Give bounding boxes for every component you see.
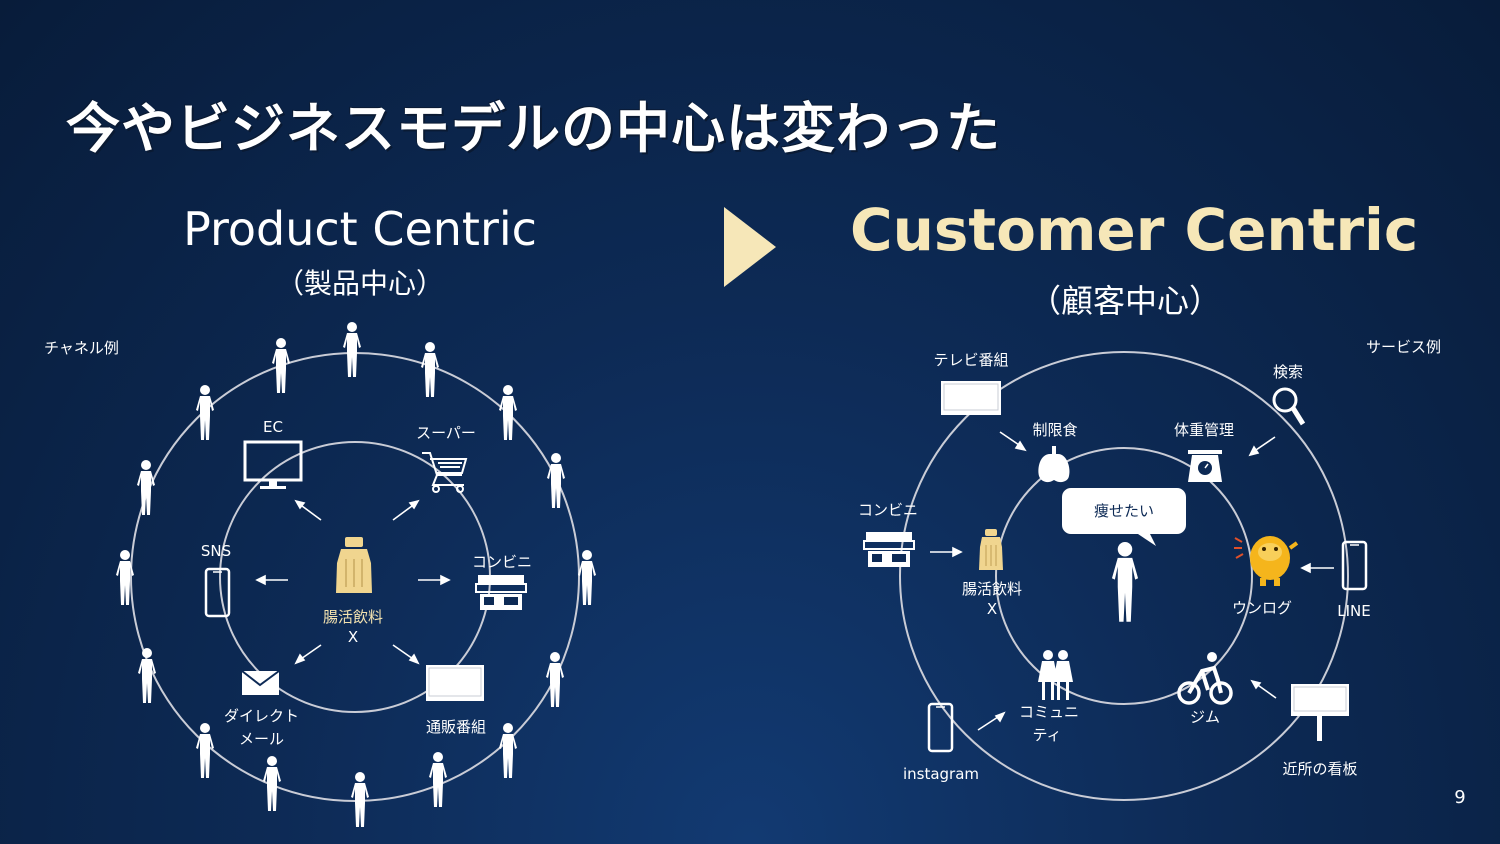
product-variant-label: X	[347, 628, 359, 646]
speech-bubble	[1060, 486, 1188, 546]
unlog-mascot-icon	[1234, 536, 1299, 586]
channel-supermarket-label: スーパー	[416, 424, 476, 442]
community-people-icon	[1038, 650, 1073, 700]
speech-text: 痩せたい	[1093, 502, 1154, 520]
bell-pepper-icon	[1038, 446, 1070, 483]
tv-icon	[426, 665, 484, 701]
customer-centric-heading: Customer Centric	[850, 196, 1419, 264]
service-community-label-1: コミュニ	[1018, 703, 1079, 721]
tv-icon	[941, 381, 1001, 415]
search-icon	[1272, 387, 1306, 426]
channel-ec-label: EC	[263, 418, 283, 436]
monitor-icon	[243, 440, 303, 489]
shopping-cart-icon	[422, 452, 468, 493]
service-weight-mgmt-label: 体重管理	[1173, 421, 1234, 439]
service-search-label: 検索	[1272, 363, 1303, 381]
cyclist-icon	[1177, 652, 1233, 705]
service-tv-label: テレビ番組	[933, 351, 1009, 369]
mail-icon	[241, 670, 280, 695]
service-line-label: LINE	[1337, 602, 1371, 620]
store-icon	[475, 575, 527, 610]
channel-examples-caption: チャネル例	[44, 339, 119, 357]
service-product-variant-label: X	[986, 600, 998, 618]
smartphone-icon	[1341, 540, 1368, 591]
service-gym-label: ジム	[1189, 708, 1220, 726]
distribution-arrows	[255, 499, 451, 665]
smartphone-icon	[204, 567, 231, 618]
service-billboard-label: 近所の看板	[1282, 760, 1358, 778]
transition-arrow-icon	[724, 207, 776, 287]
product-centric-diagram	[116, 322, 596, 827]
customer-person-icon	[1111, 541, 1139, 622]
service-product-label: 腸活飲料	[961, 580, 1022, 598]
inner-ring	[995, 447, 1253, 705]
service-diet-meal-label: 制限食	[1032, 421, 1078, 439]
customer-centric-diagram	[863, 351, 1368, 801]
page-title: 今やビジネスモデルの中心は変わった	[66, 97, 1001, 160]
channel-convenience-label: コンビニ	[471, 553, 532, 571]
customer-centric-subheading: （顧客中心）	[1028, 282, 1221, 320]
product-centric-subheading: （製品中心）	[275, 267, 444, 300]
service-instagram-label: instagram	[902, 765, 980, 783]
product-centric-heading: Product Centric	[183, 202, 537, 256]
drink-bottle-icon	[336, 537, 372, 593]
service-unlog-label: ウンログ	[1231, 599, 1292, 617]
channel-sns-label: SNS	[200, 542, 232, 560]
outer-ring	[899, 351, 1349, 801]
smartphone-icon	[927, 702, 954, 753]
weight-scale-icon	[1188, 450, 1222, 482]
page-number: 9	[1454, 787, 1466, 808]
channel-direct-mail-label-1: ダイレクト	[223, 707, 299, 725]
service-community-label-2: ティ	[1032, 726, 1062, 744]
service-convenience-label: コンビニ	[857, 501, 918, 519]
channel-direct-mail-label-2: メール	[238, 730, 284, 748]
service-examples-caption: サービス例	[1366, 338, 1442, 356]
channel-tv-shopping-label: 通販番組	[425, 718, 486, 736]
service-arrows	[930, 431, 1334, 731]
store-icon	[863, 532, 915, 567]
product-name-label: 腸活飲料	[322, 608, 383, 626]
billboard-icon	[1291, 684, 1349, 741]
drink-bottle-icon	[979, 529, 1003, 570]
